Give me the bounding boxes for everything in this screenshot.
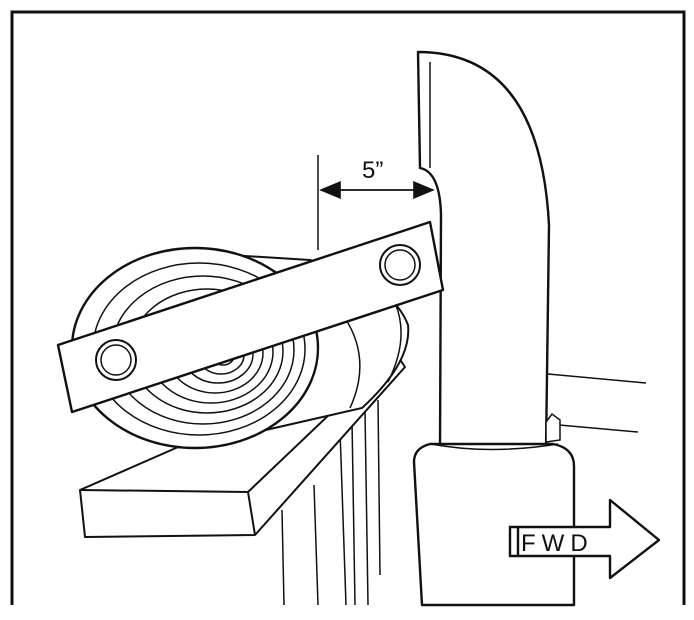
- forward-label: FWD: [521, 530, 594, 557]
- cutting-bar-bracket: [416, 50, 551, 452]
- upright-post: [412, 442, 576, 607]
- forward-arrow: FWD: [508, 498, 661, 580]
- frame-rails: [547, 373, 647, 433]
- pivot-arm: [56, 220, 445, 414]
- figure-frame: [10, 10, 686, 605]
- stand-posts: [281, 399, 381, 606]
- pivot-bolt-left: [95, 339, 137, 381]
- post-bolt-tab: [545, 412, 561, 443]
- dimension-label: 5”: [362, 157, 383, 184]
- pivot-bolt-right: [379, 244, 421, 286]
